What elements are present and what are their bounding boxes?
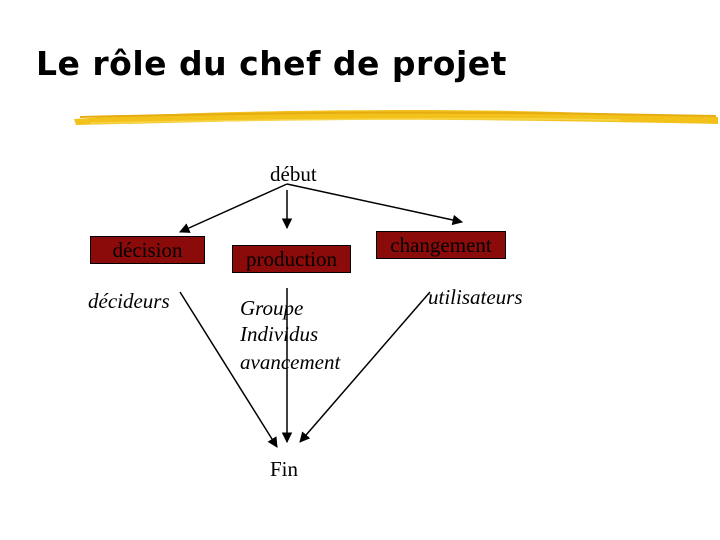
box-production: production bbox=[232, 245, 351, 273]
label-utilisateurs: utilisateurs bbox=[428, 285, 523, 310]
box-changement: changement bbox=[376, 231, 506, 259]
line-debut-changement bbox=[287, 184, 462, 222]
label-groupe: Groupe bbox=[240, 296, 303, 321]
node-fin: Fin bbox=[270, 457, 298, 482]
top-connector bbox=[180, 184, 462, 232]
label-individus: Individus bbox=[240, 322, 318, 347]
node-debut: début bbox=[270, 162, 317, 187]
line-debut-decision bbox=[180, 184, 287, 232]
label-decideurs: décideurs bbox=[88, 289, 170, 314]
box-decision: décision bbox=[90, 236, 205, 264]
label-avancement: avancement bbox=[240, 350, 340, 375]
title-underline bbox=[74, 110, 718, 125]
